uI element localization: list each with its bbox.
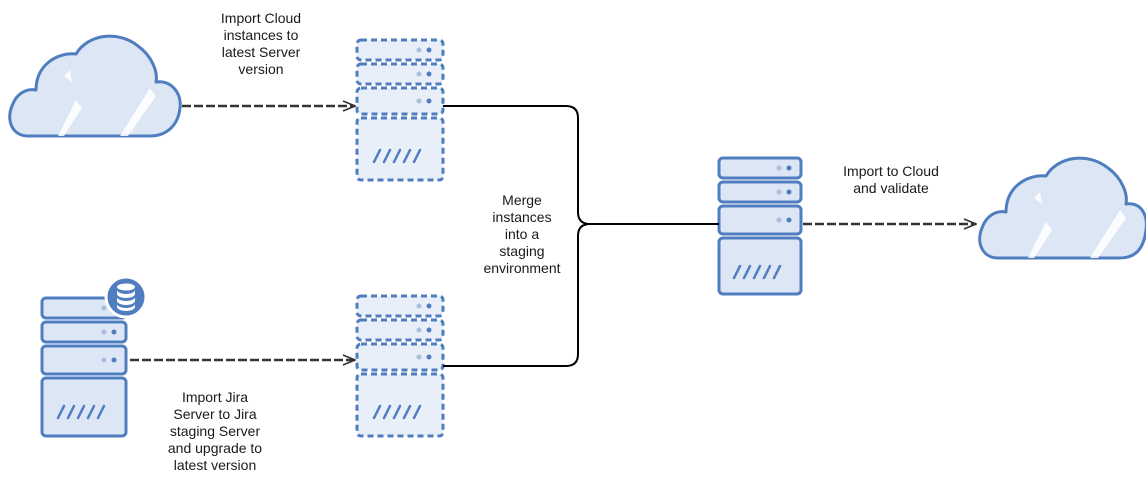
cloud-staging-server-icon xyxy=(355,38,445,182)
import-jira-label: Import Jira Server to Jira staging Serve… xyxy=(167,389,263,473)
import-to-cloud-label: Import to Cloud and validate xyxy=(843,163,939,196)
merge-label: Merge instances into a staging environme… xyxy=(483,192,561,276)
merge-line-top xyxy=(443,105,719,225)
import-cloud-label: Import Cloud instances to latest Server … xyxy=(220,10,302,77)
merge-line-bottom xyxy=(443,223,591,367)
jira-server-icon xyxy=(40,296,128,438)
target-cloud-icon xyxy=(978,156,1146,260)
jira-staging-server-icon xyxy=(355,294,445,438)
merged-staging-server-icon xyxy=(717,156,803,296)
source-cloud-icon xyxy=(8,34,182,138)
database-icon xyxy=(104,275,148,319)
